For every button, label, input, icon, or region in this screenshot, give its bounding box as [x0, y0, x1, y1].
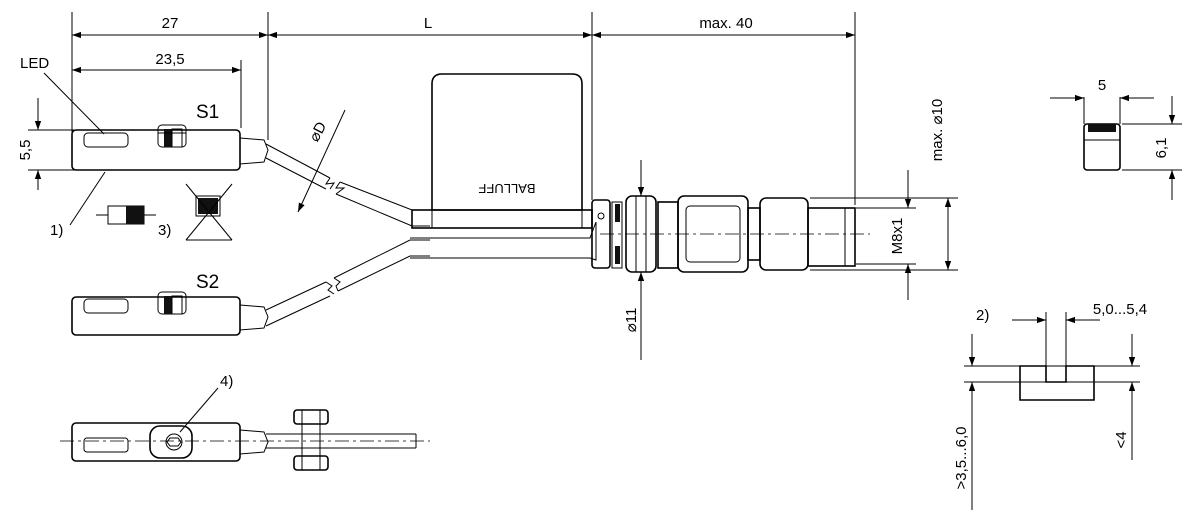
- s2-label: S2: [196, 272, 219, 293]
- note1-leader: [69, 171, 106, 226]
- splitter-box: BALLUFF: [410, 73, 597, 261]
- dim-11-text: ⌀11: [623, 308, 640, 333]
- dim-5-5-text: 5,5: [17, 140, 34, 161]
- dimension-diameter-11: ⌀11: [623, 160, 645, 360]
- sensor-end-view: 5 6,1: [1050, 77, 1182, 200]
- dim-L-text: L: [424, 15, 432, 32]
- brand-label: BALLUFF: [478, 181, 535, 196]
- dim-3-5-text: >3,5...6,0: [953, 427, 970, 490]
- s1-label: S1: [196, 102, 219, 123]
- note-3: 3): [158, 222, 171, 239]
- dim-m8-text: M8x1: [889, 218, 906, 255]
- dim-slot-text: 5,0...5,4: [1093, 301, 1147, 318]
- cable-s2: [265, 239, 430, 327]
- dimension-5-5: 5,5: [17, 98, 76, 190]
- dimension-diameter-D: ⌀D: [297, 109, 346, 213]
- dimension-max40: max. 40: [592, 12, 856, 205]
- led-leader: [43, 72, 105, 135]
- sensor-s2: S2: [71, 272, 269, 336]
- dim-4-text: <4: [1113, 431, 1130, 448]
- note-2: 2): [976, 307, 989, 324]
- sensor-s1: S1: [71, 102, 269, 171]
- dim-5-text: 5: [1098, 77, 1106, 94]
- dimension-max-diameter-10: max. ⌀10: [810, 99, 958, 271]
- dim-max40-text: max. 40: [699, 15, 752, 32]
- led-on-symbol: 3): [96, 205, 171, 239]
- dimension-23-5: 23,5: [72, 51, 242, 128]
- dim-23-5-text: 23,5: [155, 51, 184, 68]
- dimension-m8x1: M8x1: [856, 170, 916, 300]
- dim-D-text: ⌀D: [306, 119, 330, 145]
- dim-27-text: 27: [162, 15, 179, 32]
- note4-leader: [179, 387, 219, 433]
- note-4: 4): [220, 373, 233, 390]
- dim-10-text: max. ⌀10: [929, 99, 946, 161]
- m8-connector: [591, 195, 870, 273]
- dimension-L: L: [268, 12, 593, 200]
- dim-6-1-text: 6,1: [1153, 138, 1170, 159]
- led-off-symbol: [185, 183, 233, 241]
- sensor-top-view: [60, 409, 430, 471]
- note-1: 1): [50, 222, 63, 239]
- t-slot-profile: 2) 5,0...5,4 >3,5...6,0 <4: [953, 301, 1147, 510]
- dimension-27: 27: [71, 12, 269, 140]
- cable-s1: [265, 143, 430, 227]
- led-label: LED: [20, 55, 49, 72]
